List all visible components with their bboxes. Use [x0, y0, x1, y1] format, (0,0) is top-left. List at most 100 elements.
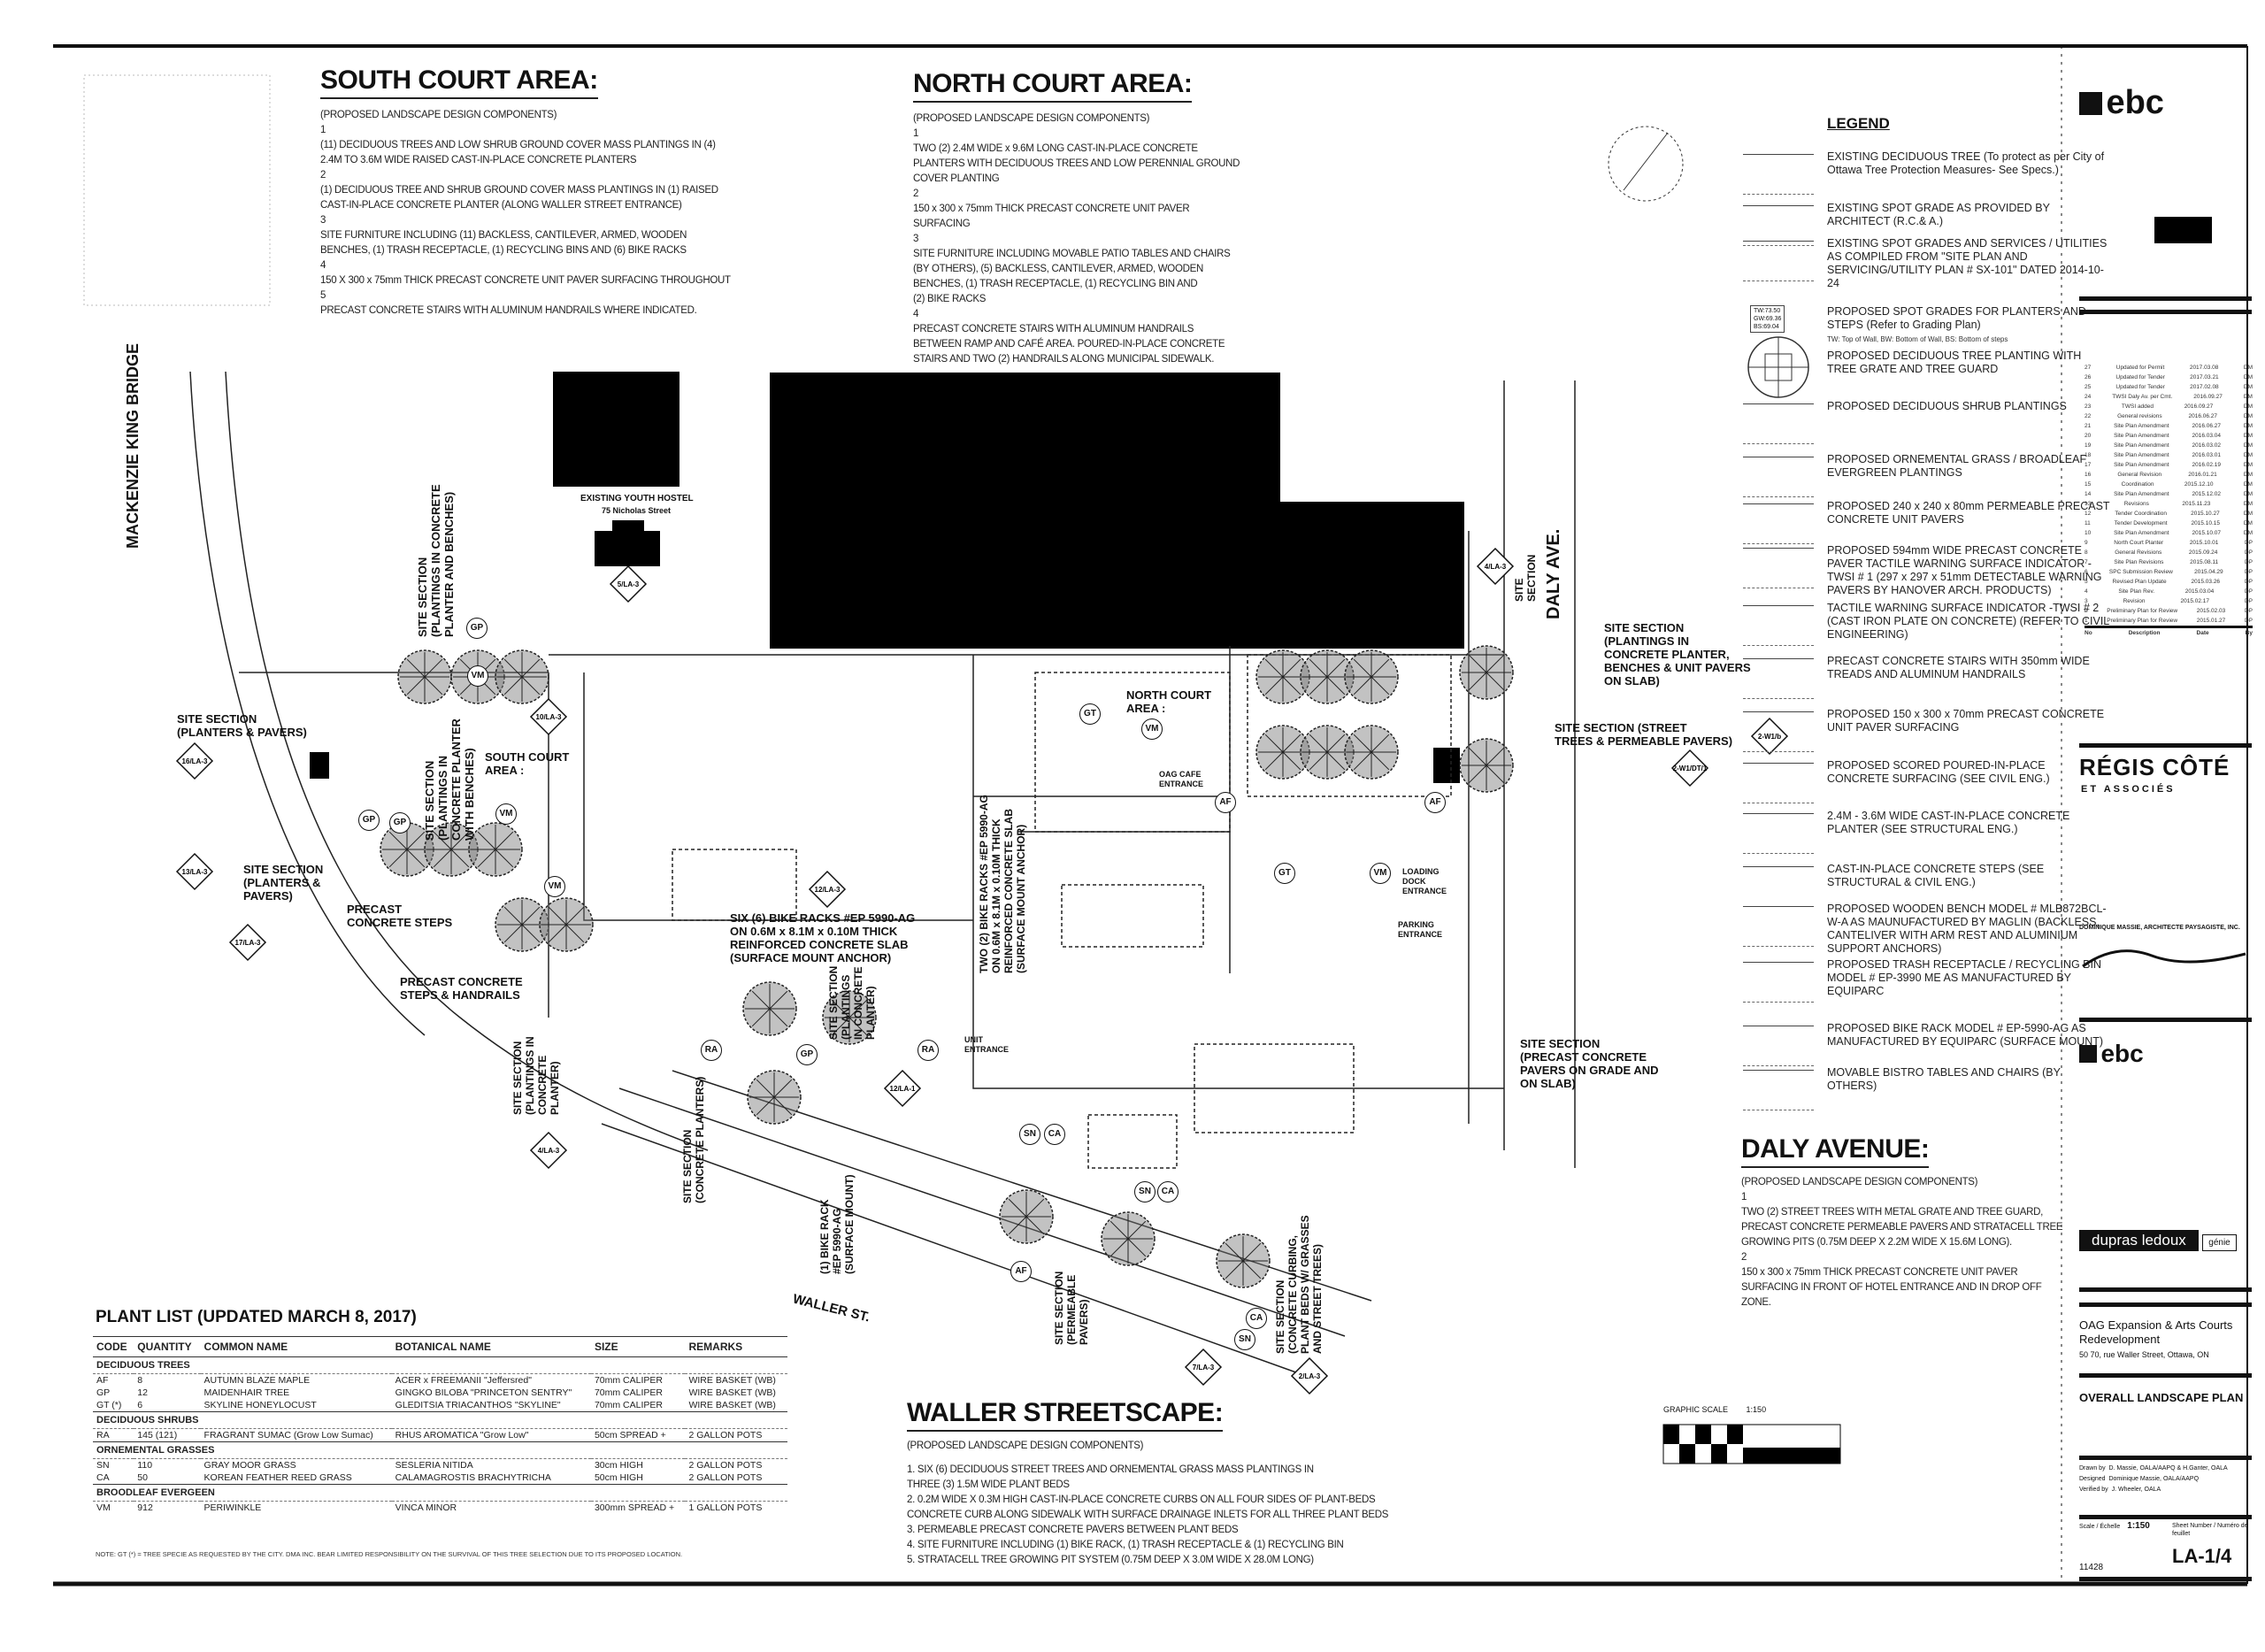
- legend-item-label: PROPOSED SPOT GRADES FOR PLANTERS AND ST…: [1827, 305, 2086, 331]
- designed-by: Dominique Massie, OALA/AAPQ: [2108, 1476, 2200, 1482]
- revision-cell: 20: [2085, 433, 2092, 439]
- revision-cell: Site Plan Amendment: [2114, 442, 2169, 449]
- revision-cell: DP: [2244, 608, 2253, 614]
- table-cell: 912: [137, 1502, 153, 1513]
- revision-cell: DM: [2243, 481, 2253, 488]
- plant-group-row: BROODLEAF EVERGEEN: [93, 1484, 787, 1502]
- legend-item-label: PROPOSED ORNEMENTAL GRASS / BROADLEAF EV…: [1827, 453, 2087, 479]
- plant-tag: CA: [1157, 1181, 1179, 1203]
- plant-tag: VM: [495, 803, 517, 825]
- note-line: 150 X 300 x 75mm THICK PRECAST CONCRETE …: [320, 275, 731, 286]
- tree-symbol-icon: [1101, 1211, 1156, 1266]
- revision-cell: Site Plan Amendment: [2114, 452, 2169, 458]
- plan-label-ss-daly-planter: SITE SECTION (PLANTINGS IN CONCRETE PLAN…: [1604, 621, 1751, 688]
- revision-cell: DM: [2243, 462, 2253, 468]
- table-cell: PERIWINKLE: [203, 1502, 262, 1513]
- section-marker: 2-W1/DT/1: [1670, 749, 1709, 788]
- revision-cell: DP: [2244, 618, 2253, 624]
- revision-cell: DM: [2243, 374, 2253, 380]
- section-marker: 13/LA-3: [175, 852, 214, 891]
- revision-cell: 2017.03.21: [2190, 374, 2219, 380]
- revision-cell: 7: [2085, 559, 2088, 565]
- revision-cell: 2016.06.27: [2192, 423, 2222, 429]
- plan-label-precast-steps-handrails: PRECAST CONCRETE STEPS & HANDRAILS: [400, 975, 523, 1002]
- plant-tag: GP: [466, 618, 488, 639]
- plan-label-hostel: EXISTING YOUTH HOSTEL: [580, 494, 694, 503]
- landscape-firm: DOMINIQUE MASSIE, ARCHITECTE PAYSAGISTE,…: [2079, 925, 2240, 931]
- revision-cell: 14: [2085, 491, 2092, 497]
- drawn-by-label: Drawn by: [2079, 1465, 2106, 1471]
- revision-cell: Site Plan Amendment: [2114, 530, 2169, 536]
- legend-item-label: EXISTING SPOT GRADE AS PROVIDED BY ARCHI…: [1827, 202, 2050, 227]
- tree-symbol-icon: [747, 1070, 802, 1125]
- revision-cell: 2015.12.02: [2192, 491, 2222, 497]
- site-outline: [1061, 884, 1204, 948]
- legend-item: PRECAST CONCRETE STAIRS WITH 350mm WIDE …: [1743, 655, 2115, 701]
- revision-cell: DM: [2243, 394, 2253, 400]
- sheet-label: Sheet Number / Numéro de feuillet: [2172, 1523, 2248, 1537]
- spot-grade-sample: TW:73.50 GW:69.36 BS:69.04: [1750, 305, 1785, 333]
- plant-group-row: ORNEMENTAL GRASSES: [93, 1441, 787, 1459]
- table-cell: 6: [137, 1400, 143, 1410]
- revision-cell: DM: [2243, 403, 2253, 410]
- table-cell: 50cm HIGH: [594, 1472, 643, 1483]
- revision-cell: 4: [2085, 588, 2088, 595]
- revision-cell: General Revision: [2117, 472, 2162, 478]
- south-court-title: SOUTH COURT AREA:: [320, 65, 598, 99]
- divider: [2079, 743, 2252, 748]
- legend-item-label: TACTILE WARNING SURFACE INDICATOR -TWSI …: [1827, 602, 2109, 641]
- scale-block: Scale / Échelle 1:150 Sheet Number / Num…: [2079, 1522, 2252, 1538]
- revision-cell: 2015.10.01: [2189, 540, 2219, 546]
- waller-streetscape-notes: WALLER STREETSCAPE: (PROPOSED LANDSCAPE …: [907, 1398, 1388, 1568]
- daly-avenue-notes: DALY AVENUE: (PROPOSED LANDSCAPE DESIGN …: [1741, 1134, 2063, 1310]
- revision-cell: 6: [2085, 569, 2088, 575]
- table-cell: SN: [96, 1460, 110, 1471]
- tree-symbol-icon: [1459, 645, 1514, 700]
- divider: [2079, 1018, 2252, 1022]
- site-outline: [1247, 654, 1452, 797]
- revision-cell: 23: [2085, 403, 2092, 410]
- revision-cell: 2015.02.17: [2180, 598, 2210, 604]
- waller-streetscape-items: 1. SIX (6) DECIDUOUS STREET TREES AND OR…: [907, 1463, 1388, 1568]
- plan-label-ss-planters-pavers-1: SITE SECTION (PLANTERS & PAVERS): [177, 712, 307, 739]
- section-marker-label: 2-W1/DT/1: [1673, 765, 1708, 772]
- revision-cell: DM: [2243, 472, 2253, 478]
- plant-group-row: DECIDUOUS SHRUBS: [93, 1411, 787, 1429]
- tree-symbol-icon: [1255, 649, 1310, 704]
- revision-cell: 2016.06.27: [2188, 413, 2218, 419]
- note-line: PLANTERS WITH DECIDUOUS TREES AND LOW PE…: [913, 158, 1240, 169]
- revision-cell: 2: [2085, 608, 2088, 614]
- legend-symbol-icon: [1743, 205, 1814, 246]
- dupras-ledoux-tag: génie: [2202, 1234, 2237, 1251]
- revision-header: By: [2245, 630, 2253, 636]
- revision-cell: 17: [2085, 462, 2092, 468]
- plan-label-ss-daly-small: SITE SECTION: [1513, 554, 1538, 602]
- graphic-scale-label: GRAPHIC SCALE: [1663, 1405, 1729, 1414]
- column-header: BOTANICAL NAME: [391, 1336, 591, 1357]
- revision-cell: 12: [2085, 511, 2092, 517]
- note-line: 150 x 300 x 75mm THICK PRECAST CONCRETE …: [1741, 1267, 2018, 1278]
- table-cell: 50cm SPREAD +: [594, 1430, 666, 1441]
- note-line: 3. PERMEABLE PRECAST CONCRETE PAVERS BET…: [907, 1525, 1239, 1535]
- table-cell: GRAY MOOR GRASS: [203, 1460, 296, 1471]
- legend-symbol-icon: [1743, 503, 1814, 544]
- revision-cell: 2015.02.03: [2196, 608, 2226, 614]
- table-cell: VM: [96, 1502, 111, 1513]
- plan-label-unit: UNIT ENTRANCE: [964, 1035, 1010, 1054]
- legend-item: TACTILE WARNING SURFACE INDICATOR -TWSI …: [1743, 602, 2115, 648]
- revision-cell: 2015.12.10: [2184, 481, 2214, 488]
- note-line: 1. SIX (6) DECIDUOUS STREET TREES AND OR…: [907, 1464, 1314, 1475]
- note-line: (BY OTHERS), (5) BACKLESS, CANTILEVER, A…: [913, 264, 1203, 274]
- table-cell: 300mm SPREAD +: [594, 1502, 675, 1513]
- legend-symbol-icon: [1743, 813, 1814, 854]
